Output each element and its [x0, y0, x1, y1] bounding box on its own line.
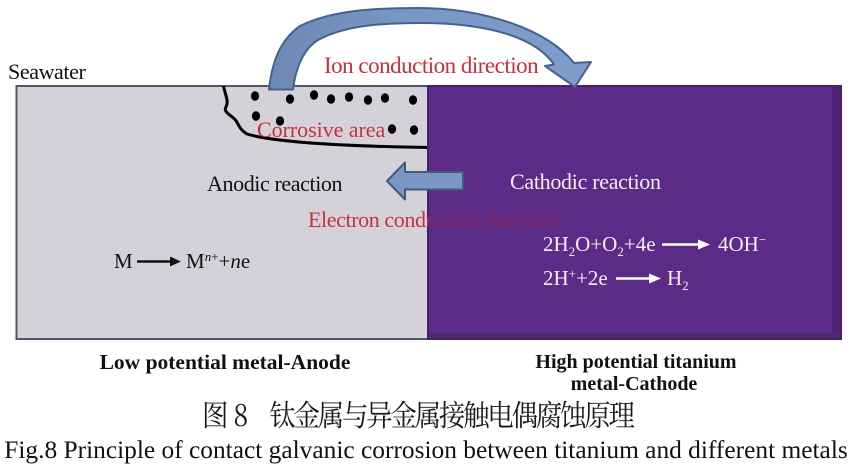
svg-text:Anodic reaction: Anodic reaction — [207, 171, 343, 196]
svg-text:M: M — [114, 249, 133, 273]
svg-text:Fig.8 Principle of contact gal: Fig.8 Principle of contact galvanic corr… — [4, 436, 848, 464]
svg-text:Ion conduction direction: Ion conduction direction — [324, 53, 539, 78]
svg-text:Electron conduction direction: Electron conduction direction — [308, 207, 558, 232]
svg-text:metal-Cathode: metal-Cathode — [571, 373, 698, 395]
svg-text:Corrosive area: Corrosive area — [257, 117, 385, 142]
svg-text:High potential titanium: High potential titanium — [535, 351, 736, 373]
svg-text:2H2O+O2+4e: 2H2O+O2+4e — [543, 232, 656, 259]
svg-text:Seawater: Seawater — [8, 59, 86, 84]
svg-text:Electron conduction direction: Electron conduction direction — [308, 207, 558, 232]
svg-text:Low potential metal-Anode: Low potential metal-Anode — [100, 350, 351, 374]
svg-text:Mn++ne: Mn++ne — [186, 249, 250, 273]
svg-text:Cathodic reaction: Cathodic reaction — [510, 169, 661, 194]
svg-text:2H++2e: 2H++2e — [543, 266, 608, 290]
svg-text:4OH−: 4OH− — [718, 232, 766, 256]
